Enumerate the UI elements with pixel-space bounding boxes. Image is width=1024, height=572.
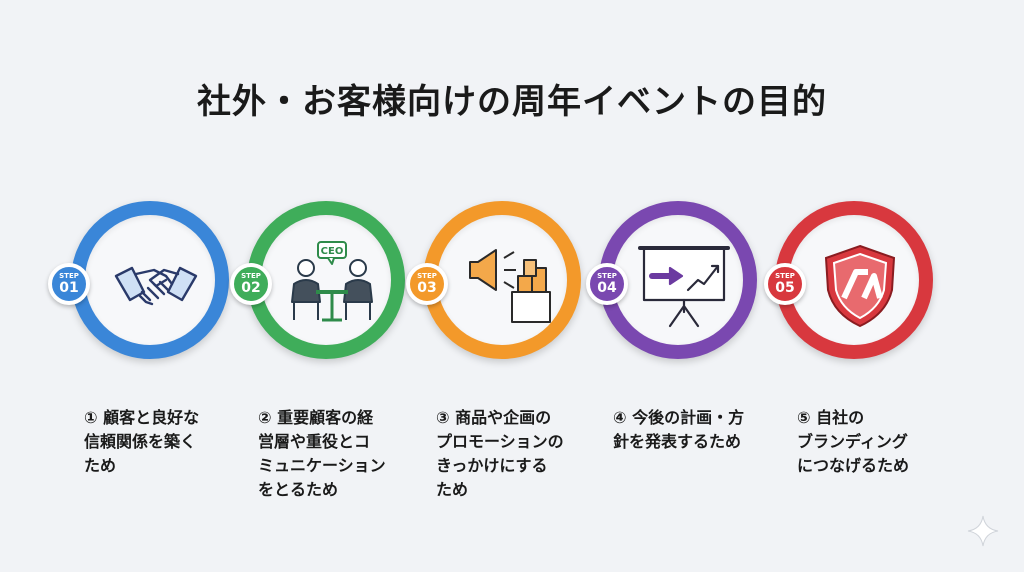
- caption-line: ⑤ 自社の: [797, 408, 865, 427]
- sparkle-icon: [967, 515, 999, 547]
- step-number: 03: [417, 280, 437, 296]
- megaphone-icon: [469, 249, 551, 323]
- page-title: 社外・お客様向けの周年イベントの目的: [197, 82, 827, 122]
- caption-line: ミュニケーション: [258, 456, 386, 475]
- caption-line: ① 顧客と良好な: [84, 408, 200, 427]
- caption-line: ため: [436, 480, 469, 499]
- caption-line: 営層や重役とコ: [258, 432, 371, 451]
- step-3-badge: STEP 03: [406, 263, 448, 305]
- step-number: 02: [241, 280, 261, 296]
- presentation-board-icon: [638, 246, 730, 328]
- caption-line: につなげるため: [797, 456, 910, 475]
- caption-line: 針を発表するため: [613, 432, 742, 451]
- caption-line: きっかけにする: [436, 456, 548, 475]
- step-4-badge: STEP 04: [586, 263, 628, 305]
- step-number: 04: [597, 280, 617, 296]
- step-2-caption: ② 重要顧客の経 営層や重役とコ ミュニケーション をとるため: [258, 406, 423, 502]
- step-label: STEP: [59, 272, 79, 280]
- caption-line: ブランディング: [797, 432, 908, 451]
- step-number: 05: [775, 280, 795, 296]
- step-1-badge: STEP 01: [48, 263, 90, 305]
- shield-emblem-icon: [824, 244, 896, 328]
- step-label: STEP: [597, 272, 617, 280]
- caption-line: プロモーションの: [436, 432, 564, 451]
- step-5-badge: STEP 05: [764, 263, 806, 305]
- step-label: STEP: [417, 272, 437, 280]
- step-3-caption: ③ 商品や企画の プロモーションの きっかけにする ため: [436, 406, 601, 502]
- step-number: 01: [59, 280, 79, 296]
- step-label: STEP: [241, 272, 261, 280]
- step-1-caption: ① 顧客と良好な 信頼関係を築く ため: [84, 406, 249, 478]
- caption-line: ため: [84, 456, 117, 475]
- caption-line: ② 重要顧客の経: [258, 408, 374, 427]
- handshake-icon: [114, 266, 198, 306]
- step-label: STEP: [775, 272, 795, 280]
- step-4-caption: ④ 今後の計画・方 針を発表するため: [613, 406, 778, 454]
- meeting-icon: CEO: [291, 241, 373, 322]
- caption-line: ③ 商品や企画の: [436, 408, 552, 427]
- meeting-ceo-label: CEO: [321, 246, 344, 257]
- step-5-caption: ⑤ 自社の ブランディング につなげるため: [797, 406, 962, 478]
- caption-line: 信頼関係を築く: [84, 432, 197, 451]
- caption-line: をとるため: [258, 480, 339, 499]
- caption-line: ④ 今後の計画・方: [613, 408, 745, 427]
- step-2-badge: STEP 02: [230, 263, 272, 305]
